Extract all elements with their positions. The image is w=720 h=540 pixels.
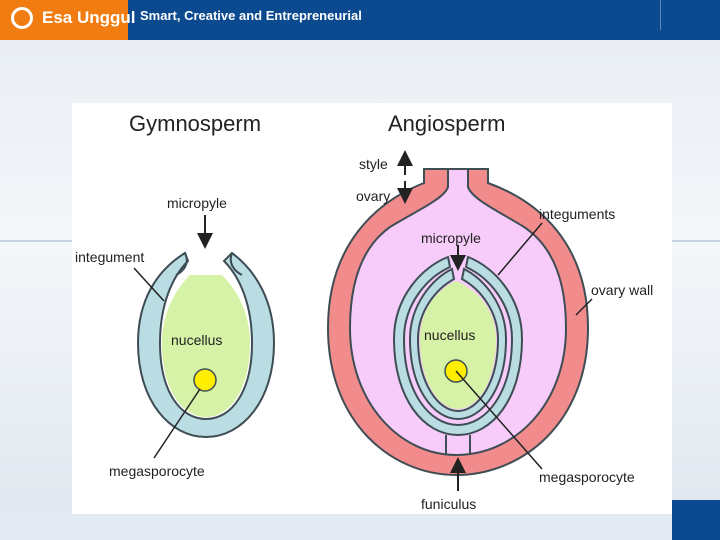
footer-accent — [672, 500, 720, 540]
angiosperm-funiculus — [445, 435, 471, 455]
angiosperm-nucellus-label: nucellus — [424, 327, 475, 343]
gymnosperm-megasporocyte — [193, 368, 217, 392]
header-divider — [660, 0, 661, 30]
angiosperm-ovary-wall-label: ovary wall — [591, 282, 653, 298]
angiosperm-outer-integument — [392, 255, 524, 437]
gymnosperm-megasporocyte-pointer — [153, 388, 201, 459]
angiosperm-integuments-pointer — [497, 222, 543, 276]
angiosperm-micropyle-label: micropyle — [421, 230, 481, 246]
gymnosperm-integument-pointer — [133, 267, 165, 302]
circle-logo-icon — [11, 7, 33, 29]
gymnosperm-megasporocyte-label: megasporocyte — [109, 463, 205, 479]
gymnosperm-micropyle-label: micropyle — [167, 195, 227, 211]
gymnosperm-ovule — [136, 251, 276, 439]
header-bar: Esa Unggul Smart, Creative and Entrepren… — [0, 0, 720, 40]
logo[interactable]: Esa Unggul — [0, 0, 136, 40]
angiosperm-ovary-label: ovary — [356, 188, 390, 204]
gymnosperm-integument-label: integument — [75, 249, 144, 265]
background-line — [0, 240, 72, 242]
footer-bar — [0, 512, 720, 540]
ovule-diagram: Gymnosperm micropyle integument nucellus… — [72, 103, 672, 514]
gymnosperm-integument-tip — [175, 252, 188, 276]
angiosperm-integuments-label: integuments — [539, 206, 615, 222]
gymnosperm-nucellus — [162, 275, 250, 417]
angiosperm-megasporocyte-pointer — [455, 370, 543, 470]
angiosperm-title: Angiosperm — [388, 111, 505, 136]
tagline: Smart, Creative and Entrepreneurial — [140, 8, 362, 23]
gymnosperm-integument-tip — [229, 252, 243, 276]
logo-text: Esa Unggul — [42, 8, 136, 27]
gymnosperm-title: Gymnosperm — [129, 111, 261, 136]
angiosperm-style-label: style — [359, 156, 388, 172]
angiosperm-nucellus — [420, 281, 496, 409]
angiosperm-megasporocyte-label: megasporocyte — [539, 469, 635, 485]
angiosperm-ovary-wall-pointer — [575, 298, 593, 316]
gymnosperm-nucellus-label: nucellus — [171, 332, 222, 348]
background-line — [672, 240, 720, 242]
angiosperm-funiculus-label: funiculus — [421, 496, 476, 512]
